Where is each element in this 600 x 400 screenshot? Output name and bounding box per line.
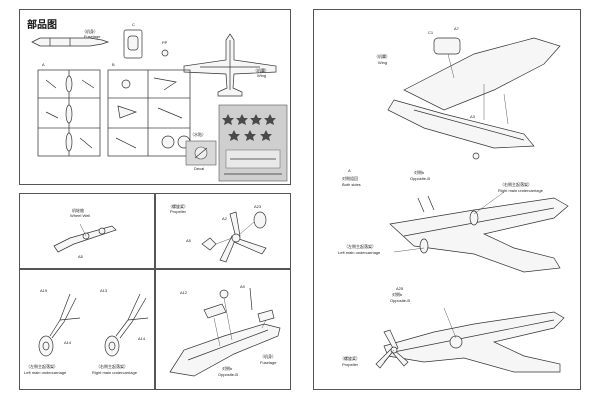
wheel-well-drawing (53, 223, 117, 253)
propeller-part-number-3: A2 (222, 216, 227, 221)
fuselage-step-opposite-en: Opposite-B (218, 372, 239, 377)
sprue-b-drawing (107, 69, 191, 157)
wheel-well-label-en: Wheel Well (70, 213, 91, 218)
propeller-label-cn: （螺旋桨） (168, 204, 188, 209)
fuselage-step-part-number-2: A9 (240, 284, 245, 289)
gear-attach-drawing (389, 191, 569, 273)
gear-attach-opposite-cn: 对侧b (414, 170, 425, 175)
prop-attach-propeller-en: Propeller (342, 362, 359, 367)
gear-attach-both-sides-cn: 对侧组回 (342, 176, 358, 181)
undercarriage-part-number-4: A14 (138, 336, 146, 341)
wing-attach-label-cn: （机翼） (374, 54, 390, 59)
assembly-panel: A7 A3 A3 C1 （机翼） Wing A 对侧组回 Both sides … (313, 9, 581, 390)
wheel-well-label-cn: 机轮舱 (72, 208, 84, 213)
propeller-step-panel: （螺旋桨） Propeller A23 A5 A2 (155, 193, 291, 269)
right-undercarriage-label-en: Right main undercarriage (92, 370, 137, 375)
undercarriage-part-number-2: A13 (100, 288, 108, 293)
canopy-part-number: C (132, 22, 135, 27)
wing-attach-part-number-3: A3 (470, 114, 475, 119)
wing-part-drawing (183, 33, 277, 97)
gear-attach-part-number: A (348, 168, 351, 173)
right-undercarriage-label-cn: （右侧主起落架） (96, 364, 128, 369)
wing-label-en: Wing (257, 73, 267, 78)
left-undercarriage-label-en: Left main undercarriage (24, 370, 67, 375)
prop-attach-drawing (375, 307, 565, 373)
canopy-part-drawing (123, 29, 143, 59)
wing-attach-part-number-4: C1 (428, 30, 434, 35)
fuselage-step-panel: A12 A9 A8 对侧b Opposite-B （机身） Fuselage (155, 269, 291, 390)
parts-sheet-title: 部品图 (27, 20, 57, 31)
prop-attach-part-number: A25 (396, 286, 404, 291)
right-undercarriage-drawing (104, 293, 149, 357)
decal-sheet-drawing (218, 104, 288, 182)
propeller-part-number-2: A5 (186, 238, 191, 243)
left-undercarriage-drawing (38, 293, 81, 357)
fuselage-step-label-en: Fuselage (260, 360, 277, 365)
wheel-well-step-panel: 机轮舱 Wheel Well A5 (19, 193, 155, 269)
sprue-b-part-number: B (112, 62, 115, 67)
wing-attach-label-en: Wing (378, 60, 388, 65)
left-undercarriage-label-cn: （左侧主起落架） (26, 364, 58, 369)
pp-part-drawing (161, 49, 169, 57)
fuselage-part-drawing (31, 37, 110, 47)
decal-label-en: Decal (194, 166, 205, 171)
fuselage-label-en: Fuselage (84, 34, 101, 39)
wing-attach-drawing (387, 37, 561, 160)
fuselage-label-cn: （机身） (82, 29, 98, 34)
fuselage-step-label-cn: （机身） (260, 354, 276, 359)
gear-attach-right-en: Right main undercarriage (498, 188, 543, 193)
propeller-label-en: Propeller (170, 209, 187, 214)
undercarriage-part-number-3: A14 (64, 340, 72, 345)
wheel-well-part-number: A5 (78, 254, 83, 259)
prop-attach-opposite-en: Opposite-B (390, 298, 411, 303)
undercarriage-step-panel: A19 A13 A14 A14 （左侧主起落架） Left main under… (19, 269, 155, 390)
gear-attach-right-cn: （右侧主起落架） (500, 182, 532, 187)
propeller-part-number-1: A23 (254, 204, 262, 209)
prop-attach-opposite-cn: 对侧b (392, 292, 403, 297)
fuselage-step-part-number-1: A12 (180, 290, 188, 295)
gear-attach-opposite-en: Opposite-B (410, 176, 431, 181)
sprue-a-part-number: A (42, 62, 45, 67)
fuselage-assembly-drawing (169, 287, 281, 377)
sprue-a-drawing (37, 69, 101, 157)
wing-label-cn: （机翼） (253, 68, 269, 73)
wing-attach-part-number-1: A7 (454, 26, 459, 31)
propeller-drawing (201, 211, 267, 263)
gear-attach-left-cn: （左侧主起落架） (344, 244, 376, 249)
fuselage-step-opposite-cn: 对侧b (222, 366, 233, 371)
pp-part-number: PP (162, 40, 168, 45)
decal-label-cn: （水贴） (190, 132, 206, 137)
parts-sheet-panel: 部品图 （机身） Fuselage C PP （机翼） Wing A (19, 9, 291, 185)
undercarriage-part-number-1: A19 (40, 288, 48, 293)
decal-small-drawing (185, 140, 217, 166)
gear-attach-both-sides-en: Both sides (342, 182, 361, 187)
gear-attach-left-en: Left main undercarriage (338, 250, 381, 255)
prop-attach-propeller-cn: （螺旋桨） (340, 356, 360, 361)
